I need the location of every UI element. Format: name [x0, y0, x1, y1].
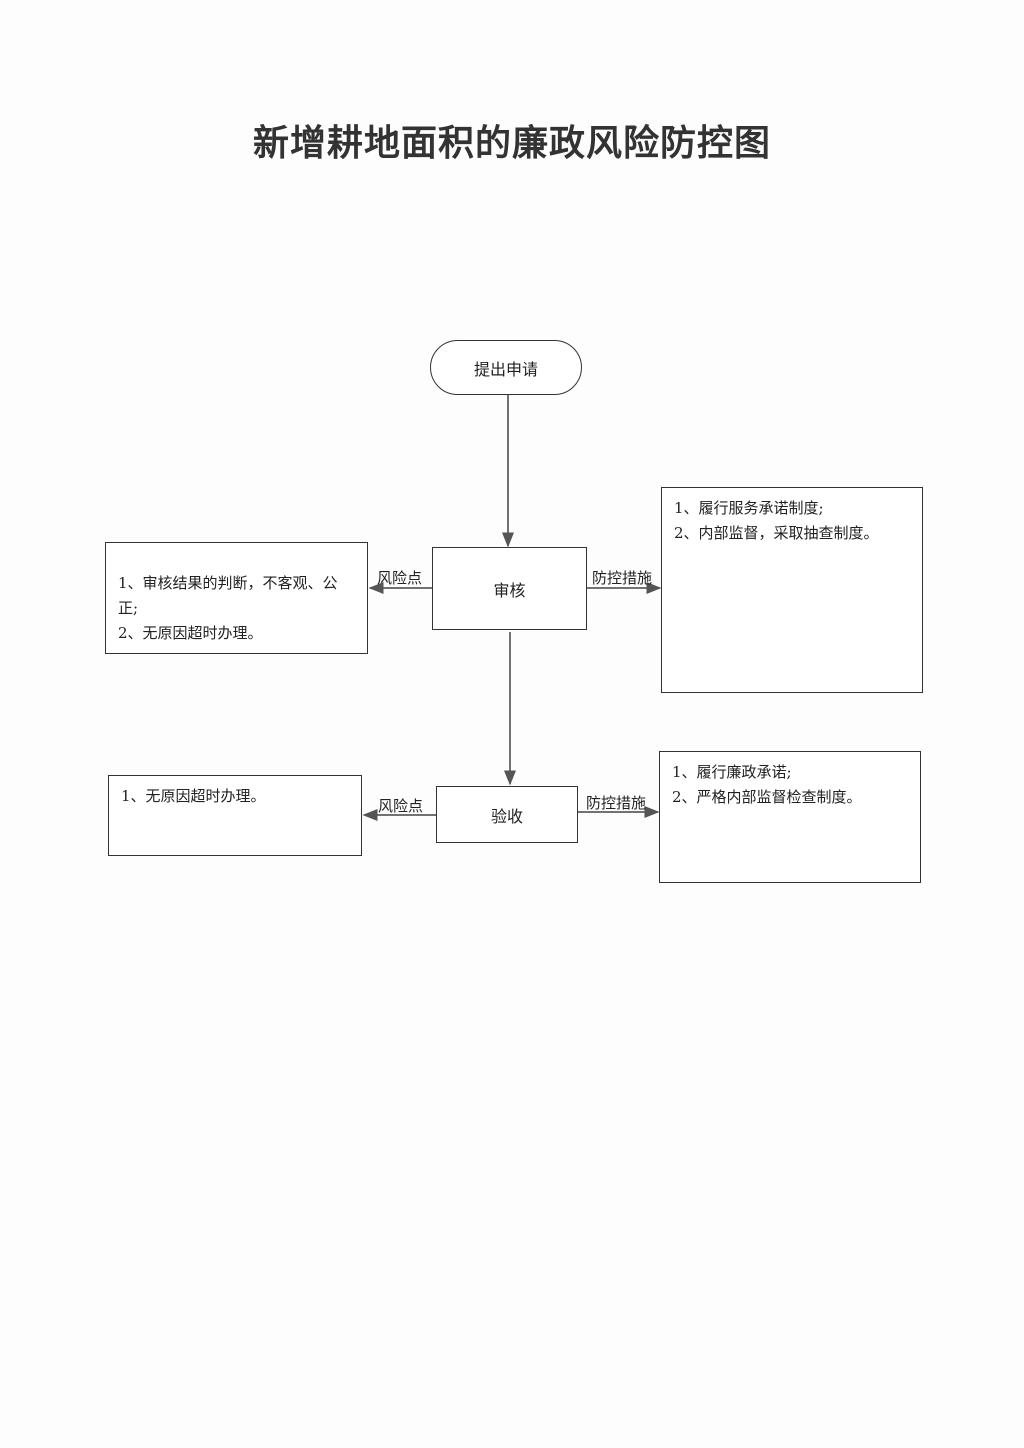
node-start: 提出申请 — [430, 340, 582, 395]
measure-item: 2、严格内部监督检查制度。 — [672, 788, 862, 806]
edge-label-risk-2: 风险点 — [378, 797, 424, 815]
risk-item: 1、审核结果的判断，不客观、公正; — [118, 574, 338, 617]
measure-item: 1、履行服务承诺制度; — [674, 499, 824, 517]
page-title: 新增耕地面积的廉政风险防控图 — [252, 122, 771, 164]
acceptance-measures-box: 1、履行廉政承诺; 2、严格内部监督检查制度。 — [659, 751, 921, 883]
review-risks-box: 1、审核结果的判断，不客观、公正; 2、无原因超时办理。 — [105, 542, 368, 654]
edge-label-risk: 风险点 — [377, 569, 423, 587]
risk-item: 1、无原因超时办理。 — [121, 787, 266, 805]
measure-item: 2、内部监督，采取抽查制度。 — [674, 524, 879, 542]
acceptance-risks-box: 1、无原因超时办理。 — [108, 775, 362, 856]
node-acceptance: 验收 — [436, 786, 578, 843]
measure-item: 1、履行廉政承诺; — [672, 763, 792, 781]
risk-item: 2、无原因超时办理。 — [118, 624, 263, 642]
node-review: 审核 — [432, 547, 587, 630]
review-measures-box: 1、履行服务承诺制度; 2、内部监督，采取抽查制度。 — [661, 487, 923, 693]
edge-label-measure-2: 防控措施 — [586, 794, 647, 812]
edge-label-measure: 防控措施 — [592, 569, 653, 587]
